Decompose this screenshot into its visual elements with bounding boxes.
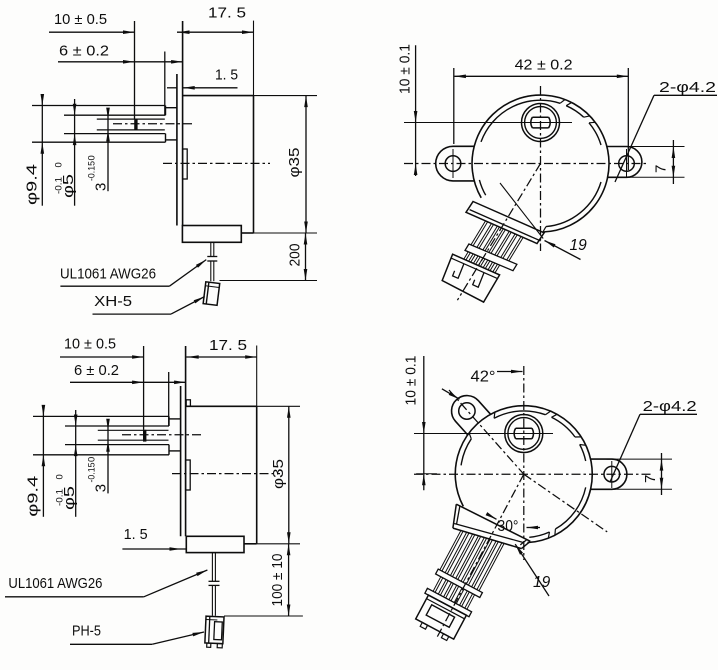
svg-text:3: 3 xyxy=(93,484,110,492)
svg-text:6 ± 0.2: 6 ± 0.2 xyxy=(59,42,109,59)
svg-text:-0.1: -0.1 xyxy=(55,489,66,506)
svg-text:30°: 30° xyxy=(498,518,519,535)
svg-text:10 ± 0.1: 10 ± 0.1 xyxy=(403,356,420,406)
svg-text:φ35: φ35 xyxy=(286,148,303,178)
svg-text:-0.15: -0.15 xyxy=(87,463,98,483)
svg-text:-0.15: -0.15 xyxy=(87,161,98,181)
svg-text:φ9.4: φ9.4 xyxy=(24,164,41,205)
svg-text:0: 0 xyxy=(54,162,65,167)
svg-text:-0.1: -0.1 xyxy=(54,177,65,194)
svg-text:42 ± 0.2: 42 ± 0.2 xyxy=(515,56,573,73)
svg-text:19: 19 xyxy=(570,237,588,254)
svg-text:10 ± 0.5: 10 ± 0.5 xyxy=(54,11,107,28)
svg-text:19: 19 xyxy=(533,574,551,591)
svg-text:7: 7 xyxy=(642,475,659,483)
svg-text:1. 5: 1. 5 xyxy=(124,526,148,543)
svg-text:10 ± 0.5: 10 ± 0.5 xyxy=(64,335,116,352)
svg-text:2-φ4.2: 2-φ4.2 xyxy=(643,398,697,415)
svg-text:10 ± 0.1: 10 ± 0.1 xyxy=(397,44,414,94)
svg-text:3: 3 xyxy=(93,183,110,191)
svg-text:7: 7 xyxy=(653,165,670,173)
svg-text:UL1061 AWG26: UL1061 AWG26 xyxy=(60,265,156,282)
svg-text:UL1061 AWG26: UL1061 AWG26 xyxy=(8,575,102,592)
svg-text:100 ± 10: 100 ± 10 xyxy=(269,554,286,607)
svg-text:0: 0 xyxy=(55,474,66,479)
svg-text:17. 5: 17. 5 xyxy=(208,5,246,22)
svg-text:17. 5: 17. 5 xyxy=(209,337,247,354)
svg-text:200: 200 xyxy=(287,244,304,267)
svg-text:6 ± 0.2: 6 ± 0.2 xyxy=(74,362,119,379)
svg-text:φ35: φ35 xyxy=(270,459,287,489)
svg-text:0: 0 xyxy=(87,155,98,160)
svg-text:PH-5: PH-5 xyxy=(72,622,101,639)
svg-text:0: 0 xyxy=(87,457,98,462)
svg-text:2-φ4.2: 2-φ4.2 xyxy=(659,79,716,96)
svg-text:1. 5: 1. 5 xyxy=(215,67,238,84)
svg-text:42°: 42° xyxy=(471,369,496,386)
svg-text:XH-5: XH-5 xyxy=(94,293,132,310)
svg-text:φ9.4: φ9.4 xyxy=(25,476,42,517)
